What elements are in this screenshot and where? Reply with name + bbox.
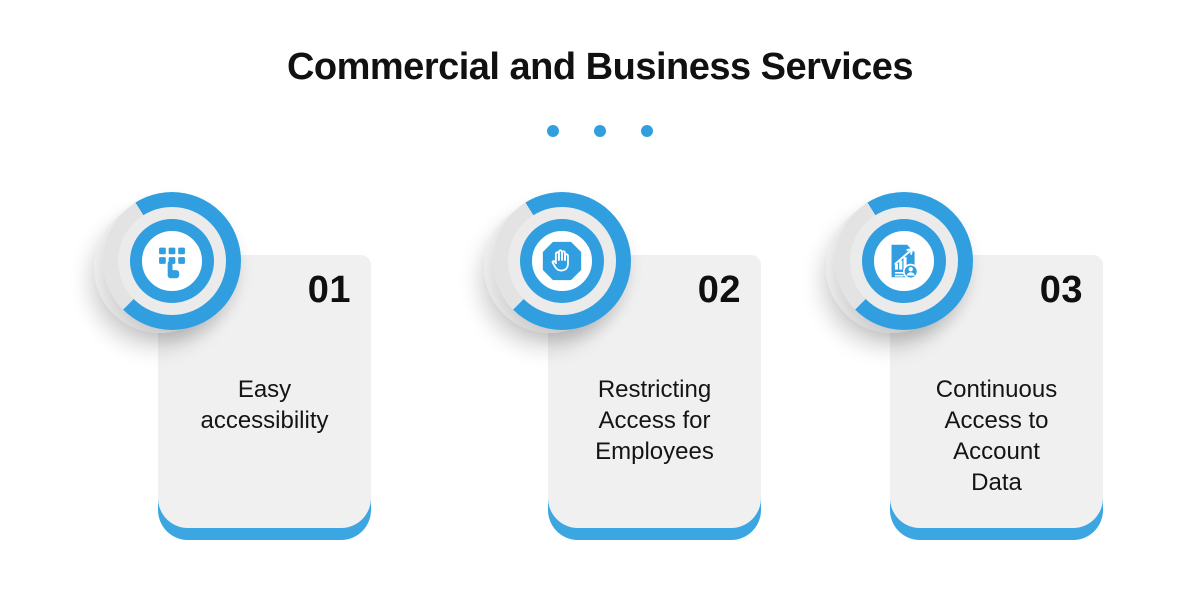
card-label: Restricting Access for Employees (595, 376, 714, 465)
card-number: 03 (1039, 269, 1083, 311)
separator-dot (547, 125, 559, 137)
card-label: Continuous Access to Account Data (935, 376, 1058, 496)
title-separator-dots (0, 125, 1200, 137)
card-number: 02 (697, 269, 741, 311)
card-easy-accessibility: 01 Easy accessibility (94, 192, 371, 540)
page-title: Commercial and Business Services (286, 46, 914, 88)
separator-dot (594, 125, 606, 137)
card-restricting-access: 02 Restricting Access for Employees (484, 192, 761, 540)
card-label: Easy accessibility (200, 376, 329, 434)
card-badge (826, 192, 973, 333)
keypad-touch-icon (130, 219, 214, 303)
card-badge (484, 192, 631, 333)
card-badge (94, 192, 241, 333)
card-number: 01 (307, 269, 351, 311)
card-continuous-access: 03 Continuous Access to Account Data (826, 192, 1103, 540)
separator-dot (641, 125, 653, 137)
stop-hand-icon (520, 219, 604, 303)
report-account-data-icon (862, 219, 946, 303)
